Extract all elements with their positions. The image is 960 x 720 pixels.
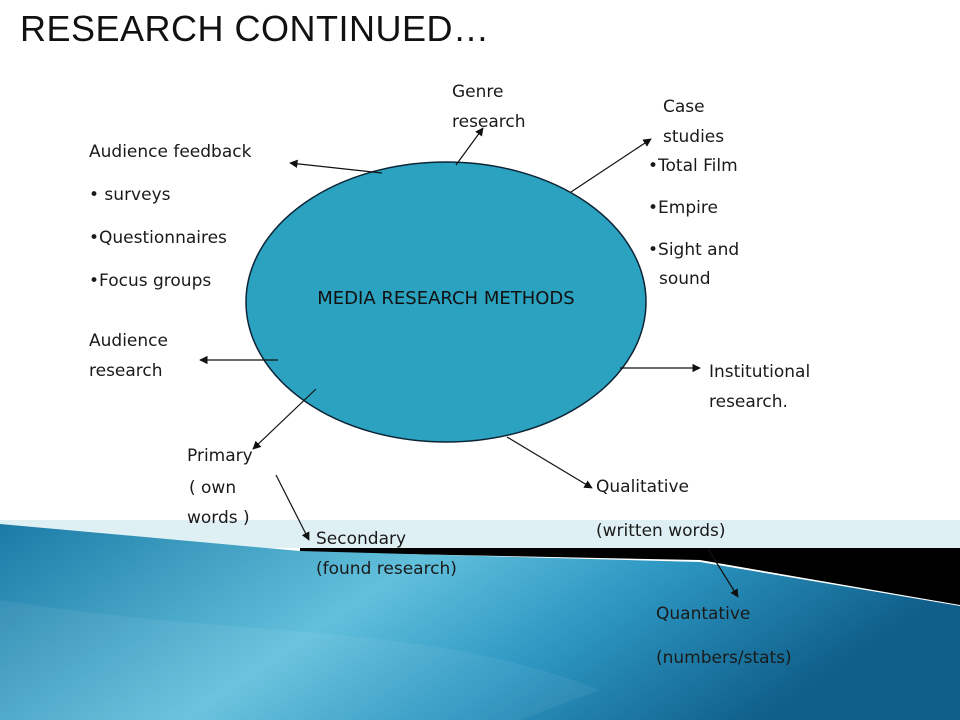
- slide-title: RESEARCH CONTINUED…: [20, 8, 490, 49]
- wave-highlight: [0, 600, 600, 720]
- genre-line-2: research: [452, 112, 526, 132]
- audience-research-line-1: Audience: [89, 331, 168, 351]
- case-item-total-film: •Total Film: [648, 156, 738, 176]
- quantitative-line-1: Quantative: [656, 604, 751, 624]
- audience-feedback-item-surveys: • surveys: [89, 185, 171, 205]
- institutional-line-2: research.: [709, 392, 788, 412]
- arrow-to-quantitative: [707, 548, 739, 598]
- case-item-sound: sound: [659, 269, 711, 289]
- central-ellipse: [245, 161, 647, 443]
- audience-feedback-item-questionnaires: •Questionnaires: [89, 228, 227, 248]
- dark-banner-stripe: [300, 548, 960, 605]
- light-banner-stripe: [0, 520, 960, 548]
- arrow-to-genre-research: [455, 127, 484, 166]
- primary-line-1: Primary: [187, 446, 253, 466]
- secondary-line-1: Secondary: [316, 529, 407, 549]
- center-label: MEDIA RESEARCH METHODS: [317, 288, 575, 309]
- qualitative-label: Qualitative (written words): [596, 472, 726, 546]
- case-studies-label: Case studies: [663, 92, 724, 152]
- primary-line-3: words ): [187, 508, 250, 528]
- blue-wave: [0, 524, 960, 720]
- arrow-to-case-studies: [570, 138, 652, 193]
- audience-feedback-title: Audience feedback: [89, 142, 252, 162]
- case-item-empire: •Empire: [648, 198, 718, 218]
- genre-line-1: Genre: [452, 82, 504, 102]
- qualitative-line-1: Qualitative: [596, 477, 690, 497]
- audience-research-label: Audience research: [89, 326, 168, 386]
- primary-line-2: ( own: [189, 478, 237, 498]
- arrow-to-qualitative: [506, 436, 593, 489]
- qualitative-line-2: (written words): [596, 521, 726, 541]
- case-studies-list: •Total Film •Empire •Sight and sound: [648, 152, 739, 294]
- primary-label: Primary ( own words ): [187, 441, 253, 533]
- case-item-sight-and: •Sight and: [648, 240, 740, 260]
- audience-feedback-item-focus-groups: •Focus groups: [89, 271, 212, 291]
- audience-research-line-2: research: [89, 361, 163, 381]
- case-line-1: Case: [663, 97, 705, 117]
- arrow-to-secondary: [275, 474, 310, 541]
- quantitative-line-2: (numbers/stats): [656, 648, 792, 668]
- institutional-line-1: Institutional: [709, 362, 811, 382]
- quantitative-label: Quantative (numbers/stats): [656, 599, 792, 673]
- arrow-to-primary: [252, 388, 317, 450]
- arrow-to-audience-feedback: [289, 159, 383, 174]
- institutional-research-label: Institutional research.: [709, 357, 810, 417]
- secondary-label: Secondary (found research): [316, 524, 457, 584]
- audience-feedback-block: Audience feedback • surveys •Questionnai…: [89, 138, 251, 296]
- case-line-2: studies: [663, 127, 725, 147]
- genre-research-label: Genre research: [452, 77, 526, 137]
- secondary-line-2: (found research): [316, 559, 457, 579]
